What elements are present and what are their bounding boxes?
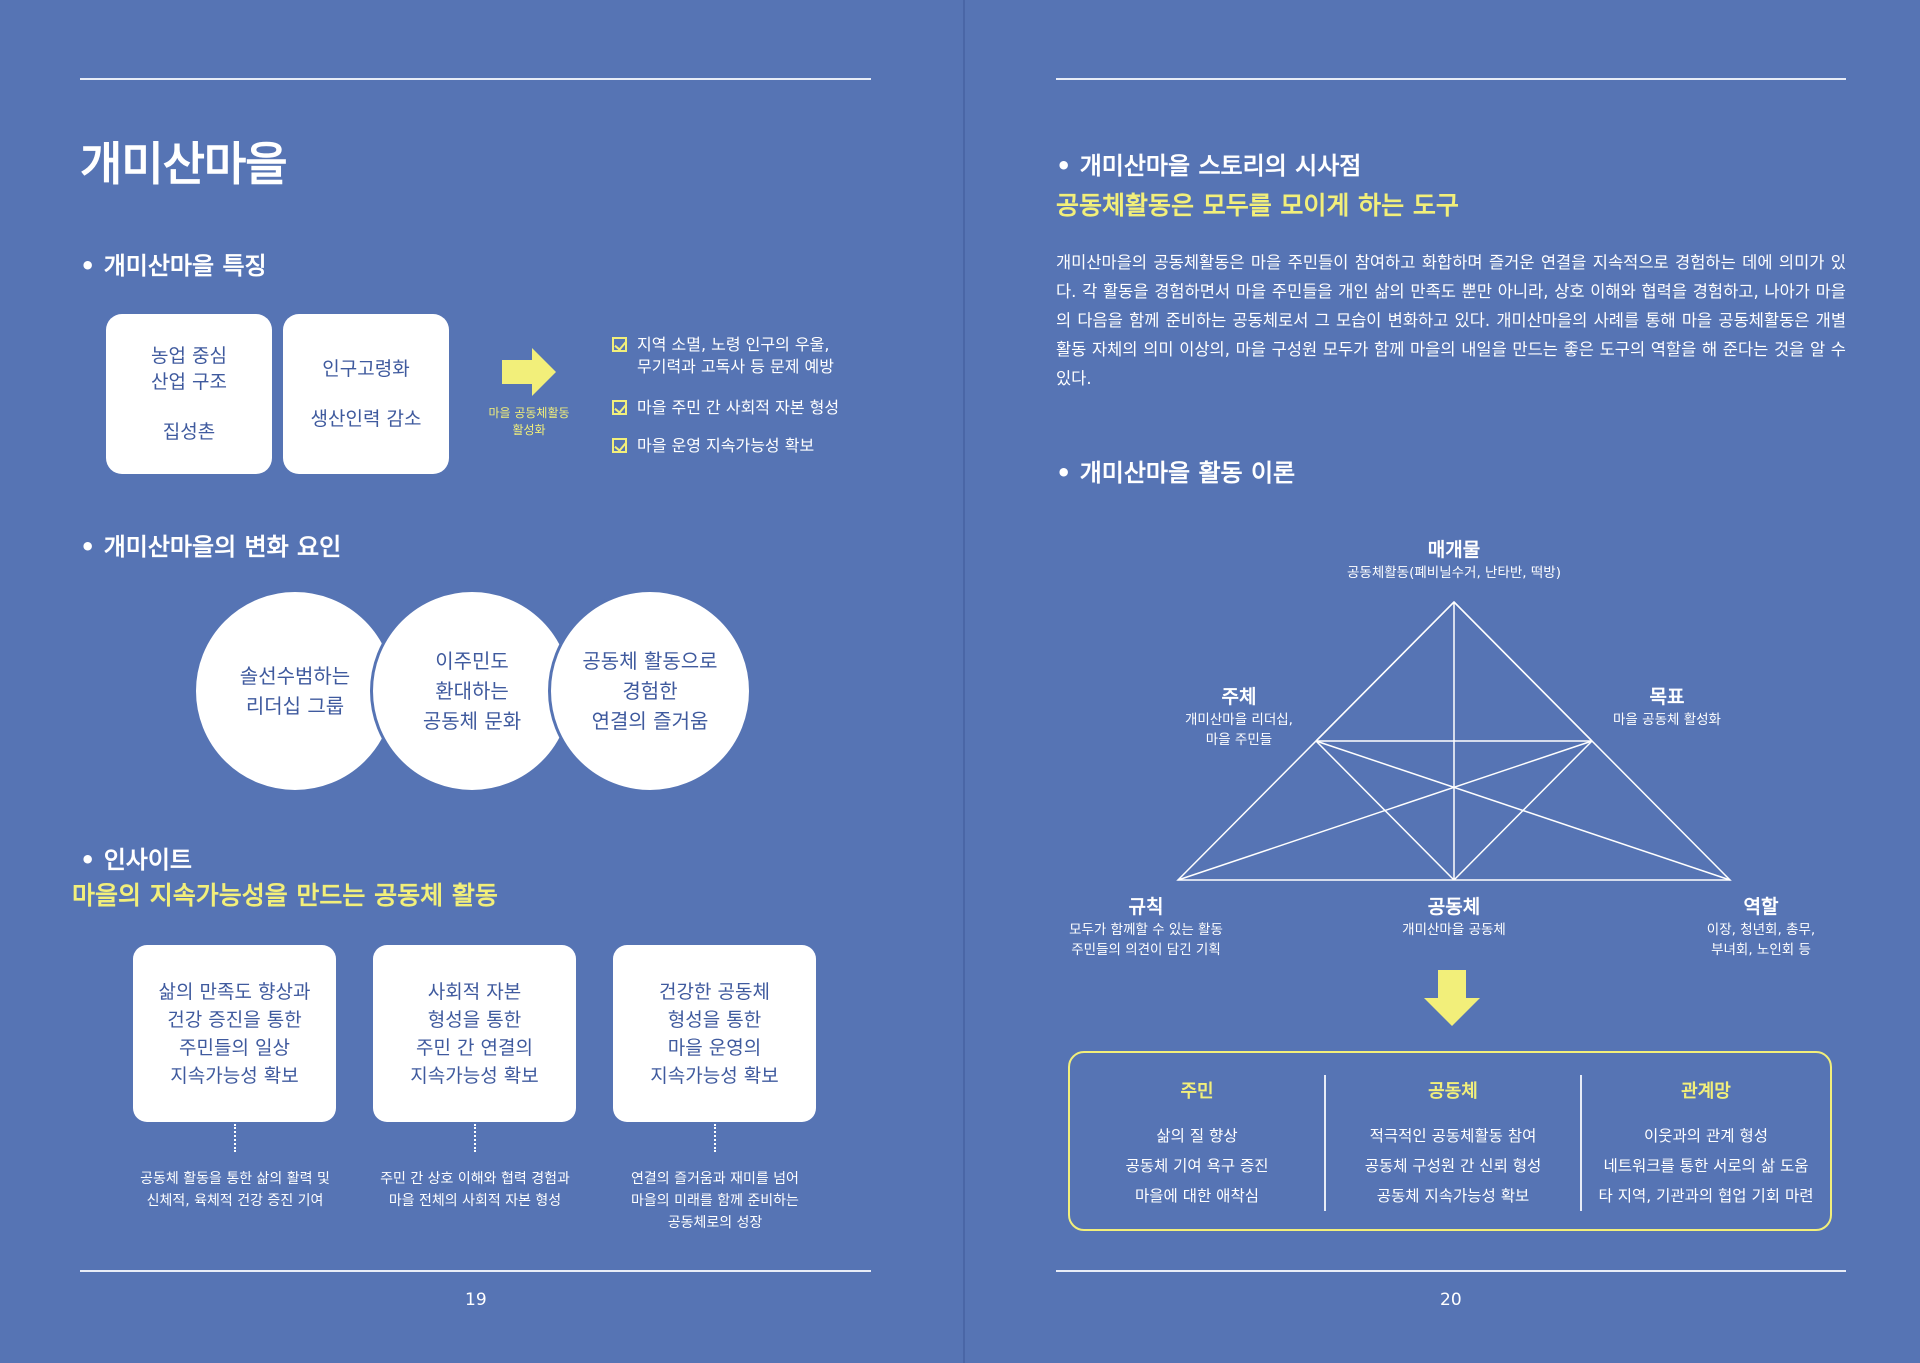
features-heading: • 개미산마을 특징 [80,252,267,280]
node-title: 목표 [1649,686,1685,708]
node-desc: 이장, 청년회, 총무, 부녀회, 노인회 등 [1706,922,1816,958]
summary-item: 공동체 지속가능성 확보 [1376,1187,1530,1205]
factors-heading: • 개미산마을의 변화 요인 [80,533,342,561]
summary-column-residents: 주민 삶의 질 향상 공동체 기여 욕구 증진 마을에 대한 애착심 [1070,1053,1324,1229]
node-title: 규칙 [1128,896,1164,918]
summary-item: 공동체 기여 욕구 증진 [1125,1157,1269,1175]
factor-circle-connection: 공동체 활동으로 경험한 연결의 즐거움 [548,589,752,793]
feature-card-line2: 집성촌 [162,421,216,443]
summary-item: 삶의 질 향상 [1156,1127,1238,1145]
factor-circle-hospitality: 이주민도 환대하는 공동체 문화 [370,589,574,793]
check-item: 마을 주민 간 사회적 자본 형성 [612,397,839,419]
check-item-text: 지역 소멸, 노령 인구의 우울, 무기력과 고독사 등 문제 예방 [637,335,834,376]
arrow-label: 마을 공동체활동 활성화 [488,406,570,437]
story-paragraph: 개미산마을의 공동체활동은 마을 주민들이 참여하고 화합하며 즐거운 연결을 … [1056,253,1846,388]
summary-column-title: 공동체 [1428,1081,1478,1102]
summary-column-title: 주민 [1180,1081,1214,1102]
node-subject: 주체 개미산마을 리더십, 마을 주민들 [1150,684,1328,750]
summary-item: 네트워크를 통한 서로의 삶 도움 [1603,1157,1809,1175]
story-heading: • 개미산마을 스토리의 시사점 [1056,152,1362,180]
summary-item: 타 지역, 기관과의 협업 기회 마련 [1598,1187,1814,1205]
top-rule-right [1056,78,1846,80]
summary-column-title: 관계망 [1681,1081,1731,1102]
insight-card: 건강한 공동체 형성을 통한 마을 운영의 지속가능성 확보 [613,945,816,1122]
node-community: 공동체 개미산마을 공동체 [1370,894,1538,940]
right-arrow-icon [502,348,556,396]
bottom-rule-right [1056,1270,1846,1272]
node-desc: 개미산마을 리더십, 마을 주민들 [1185,712,1293,748]
node-desc: 마을 공동체 활성화 [1613,712,1721,728]
summary-divider [1324,1075,1326,1211]
check-item: 마을 운영 지속가능성 확보 [612,435,814,457]
down-arrow-icon [1424,970,1480,1026]
insight-note: 공동체 활동을 통한 삶의 활력 및 신체적, 육체적 건강 증진 기여 [140,1171,330,1209]
summary-item: 적극적인 공동체활동 참여 [1369,1127,1537,1145]
checkbox-icon [612,438,627,453]
dotted-connector [714,1124,716,1152]
node-goal: 목표 마을 공동체 활성화 [1596,684,1738,730]
feature-card-line2: 생산인력 감소 [310,408,422,430]
insight-note: 연결의 즐거움과 재미를 넘어 마을의 미래를 함께 준비하는 공동체로의 성장 [631,1171,799,1231]
node-mediator: 매개물 공동체활동(폐비닐수거, 난타반, 떡방) [1294,537,1614,583]
checkbox-icon [612,337,627,352]
insight-card: 삶의 만족도 향상과 건강 증진을 통한 주민들의 일상 지속가능성 확보 [133,945,336,1122]
node-title: 공동체 [1427,896,1481,918]
node-desc: 개미산마을 공동체 [1402,922,1506,938]
summary-divider [1580,1075,1582,1211]
insight-heading: • 인사이트 [80,846,193,874]
summary-item: 공동체 구성원 간 신뢰 형성 [1364,1157,1542,1175]
bottom-rule-left [80,1270,871,1272]
node-title: 주체 [1221,686,1257,708]
theory-heading: • 개미산마을 활동 이론 [1056,459,1296,487]
node-title: 매개물 [1427,539,1481,561]
insight-card: 사회적 자본 형성을 통한 주민 간 연결의 지속가능성 확보 [373,945,576,1122]
node-rules: 규칙 모두가 함께할 수 있는 활동 주민들의 의견이 담긴 기획 [1050,894,1242,960]
top-rule-left [80,78,871,80]
check-item: 지역 소멸, 노령 인구의 우울, 무기력과 고독사 등 문제 예방 [612,334,834,378]
feature-card-line1: 인구고령화 [322,358,410,380]
insight-note: 주민 간 상호 이해와 협력 경험과 마을 전체의 사회적 자본 형성 [380,1171,570,1209]
feature-card-line1: 농업 중심 산업 구조 [151,345,227,393]
node-desc: 공동체활동(폐비닐수거, 난타반, 떡방) [1347,565,1561,581]
feature-card-agriculture: 농업 중심 산업 구조 집성촌 [106,314,272,474]
feature-card-aging: 인구고령화 생산인력 감소 [283,314,449,474]
node-title: 역할 [1743,896,1779,918]
check-item-text: 마을 주민 간 사회적 자본 형성 [637,398,840,417]
page-number-right: 20 [1440,1290,1462,1310]
node-desc: 모두가 함께할 수 있는 활동 주민들의 의견이 담긴 기획 [1069,922,1223,958]
insight-subtitle: 마을의 지속가능성을 만드는 공동체 활동 [72,881,498,910]
story-subtitle: 공동체활동은 모두를 모이게 하는 도구 [1056,191,1459,220]
check-item-text: 마을 운영 지속가능성 확보 [637,436,815,455]
page-gutter [963,0,965,1363]
dotted-connector [474,1124,476,1152]
summary-column-network: 관계망 이웃과의 관계 형성 네트워크를 통한 서로의 삶 도움 타 지역, 기… [1582,1053,1830,1229]
summary-column-community: 공동체 적극적인 공동체활동 참여 공동체 구성원 간 신뢰 형성 공동체 지속… [1326,1053,1580,1229]
dotted-connector [234,1124,236,1152]
page-number-left: 19 [465,1290,487,1310]
summary-box: 주민 삶의 질 향상 공동체 기여 욕구 증진 마을에 대한 애착심 공동체 적… [1068,1051,1832,1231]
summary-item: 마을에 대한 애착심 [1135,1187,1259,1205]
node-role: 역할 이장, 청년회, 총무, 부녀회, 노인회 등 [1686,894,1836,960]
checkbox-icon [612,400,627,415]
summary-item: 이웃과의 관계 형성 [1644,1127,1768,1145]
page-title: 개미산마을 [80,137,288,191]
